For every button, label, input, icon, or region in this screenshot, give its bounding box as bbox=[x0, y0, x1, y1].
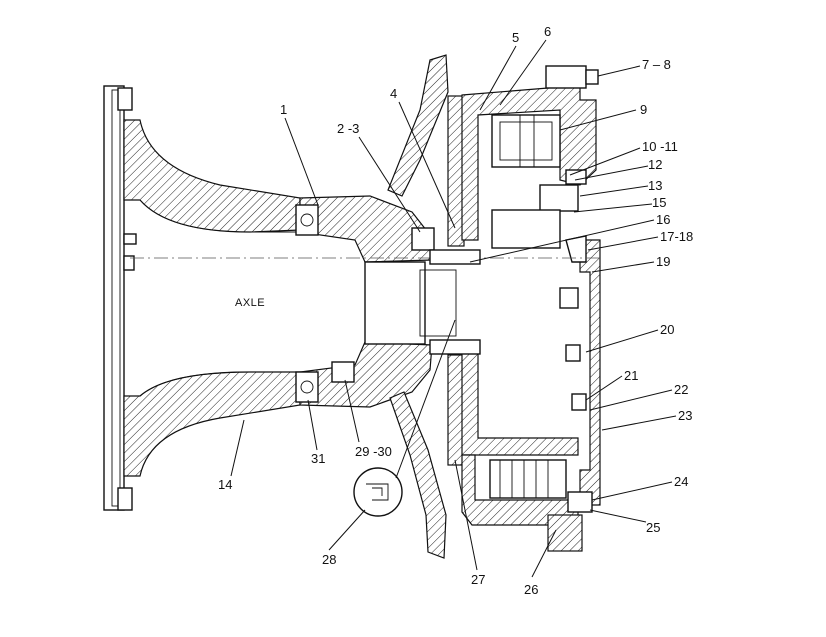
axle-label: AXLE bbox=[235, 297, 265, 309]
callout-24: 24 bbox=[674, 474, 688, 489]
callout-1: 1 bbox=[280, 102, 287, 117]
callout-7-8: 7 – 8 bbox=[642, 57, 671, 72]
callout-19: 19 bbox=[656, 254, 670, 269]
callout-14: 14 bbox=[218, 477, 232, 492]
callout-labels: 1 2 -3 4 5 6 7 – 8 9 10 -11 12 13 15 16 … bbox=[218, 24, 693, 597]
callout-16: 16 bbox=[656, 212, 670, 227]
callout-5: 5 bbox=[512, 30, 519, 45]
callout-17-18: 17-18 bbox=[660, 229, 693, 244]
sun-gear-shaft bbox=[429, 249, 481, 355]
callout-26: 26 bbox=[524, 582, 538, 597]
callout-22: 22 bbox=[674, 382, 688, 397]
callout-23: 23 bbox=[678, 408, 692, 423]
callout-31: 31 bbox=[311, 451, 325, 466]
callout-15: 15 bbox=[652, 195, 666, 210]
callout-28: 28 bbox=[322, 552, 336, 567]
callout-2-3: 2 -3 bbox=[337, 121, 359, 136]
callout-13: 13 bbox=[648, 178, 662, 193]
callout-12: 12 bbox=[648, 157, 662, 172]
callout-4: 4 bbox=[390, 86, 397, 101]
callout-20: 20 bbox=[660, 322, 674, 337]
leader-lines bbox=[230, 39, 677, 578]
planetary-assembly bbox=[461, 65, 601, 552]
callout-29-30: 29 -30 bbox=[355, 444, 392, 459]
spindle-carrier bbox=[387, 54, 465, 559]
callout-25: 25 bbox=[646, 520, 660, 535]
callout-9: 9 bbox=[640, 102, 647, 117]
callout-27: 27 bbox=[471, 572, 485, 587]
callout-10-11: 10 -11 bbox=[642, 139, 678, 154]
detail-28-magnifier bbox=[353, 467, 403, 517]
wheel-hub bbox=[295, 195, 457, 408]
callout-21: 21 bbox=[624, 368, 638, 383]
callout-6: 6 bbox=[544, 24, 551, 39]
axle-housing bbox=[103, 85, 301, 511]
